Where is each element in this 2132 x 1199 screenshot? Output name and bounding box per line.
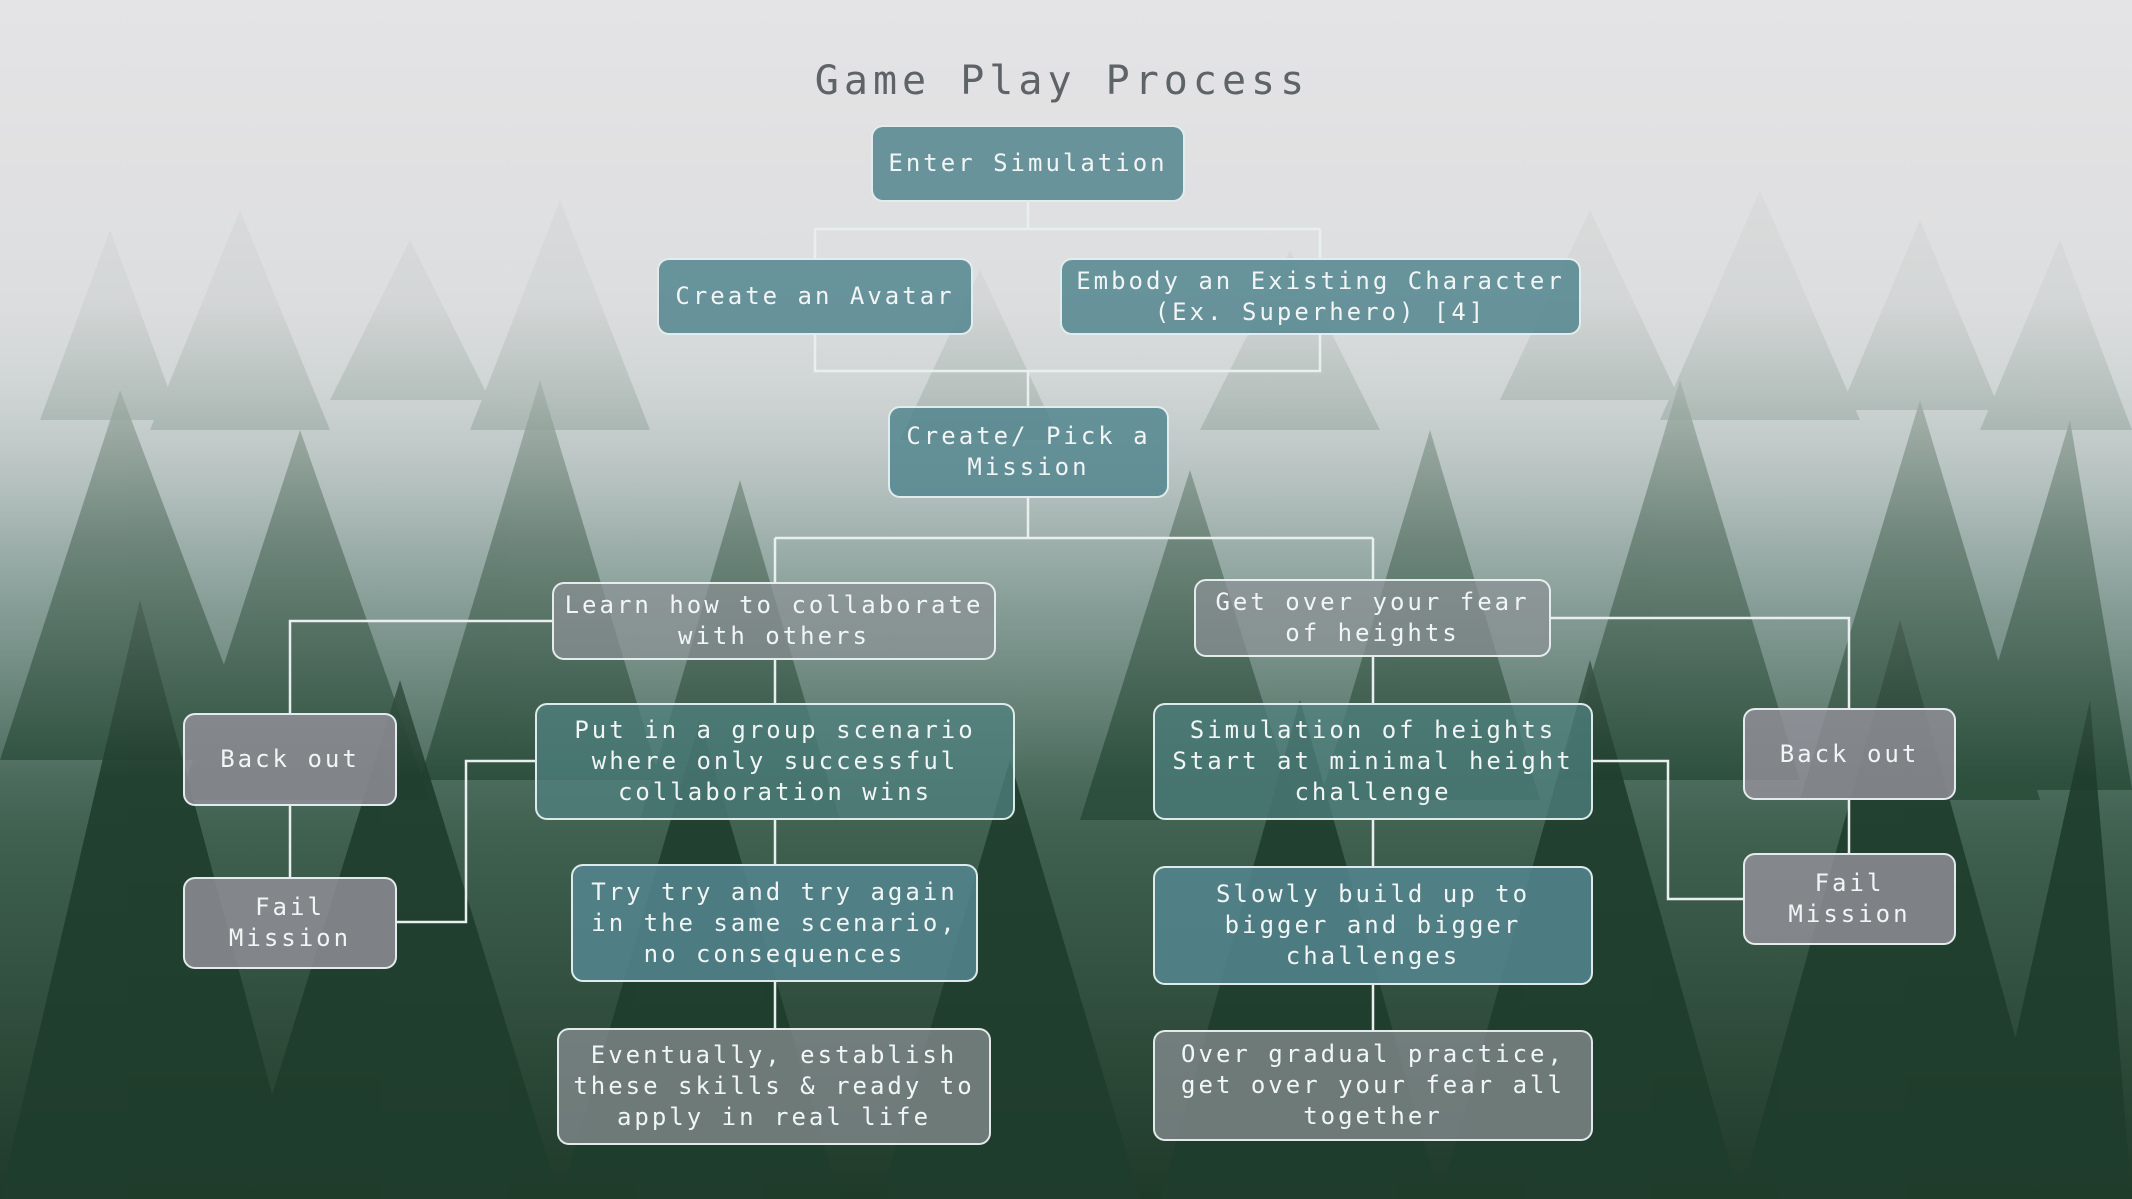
node-establish-skills: Eventually, establish these skills & rea…: [557, 1028, 991, 1145]
diagram-title: Game Play Process: [814, 58, 1310, 104]
node-back-out-right: Back out: [1743, 708, 1956, 800]
node-enter-simulation: Enter Simulation: [871, 125, 1185, 202]
node-create-avatar: Create an Avatar: [657, 258, 973, 335]
node-try-again: Try try and try again in the same scenar…: [571, 864, 978, 982]
connector-left-fail: [396, 759, 535, 924]
node-embody-character: Embody an Existing Character (Ex. Superh…: [1060, 258, 1581, 335]
node-group-scenario: Put in a group scenario where only succe…: [535, 703, 1015, 820]
node-fail-mission-left: Fail Mission: [183, 877, 397, 969]
connector-right-fail: [1593, 759, 1744, 901]
node-fail-mission-right: Fail Mission: [1743, 853, 1956, 945]
node-build-up: Slowly build up to bigger and bigger cha…: [1153, 866, 1593, 985]
connector-enter-to-choices: [813, 202, 1322, 258]
connector-left-backout: [288, 619, 552, 877]
connector-mission-to-goals: [773, 498, 1375, 582]
node-learn-collaborate: Learn how to collaborate with others: [552, 582, 996, 660]
connector-choices-to-mission: [813, 335, 1322, 406]
connector-right-backout: [1551, 616, 1851, 853]
node-simulation-heights: Simulation of heights Start at minimal h…: [1153, 703, 1593, 820]
node-back-out-left: Back out: [183, 713, 397, 806]
node-fear-heights: Get over your fear of heights: [1194, 579, 1551, 657]
node-gradual-practice: Over gradual practice, get over your fea…: [1153, 1030, 1593, 1141]
node-pick-mission: Create/ Pick a Mission: [888, 406, 1169, 498]
